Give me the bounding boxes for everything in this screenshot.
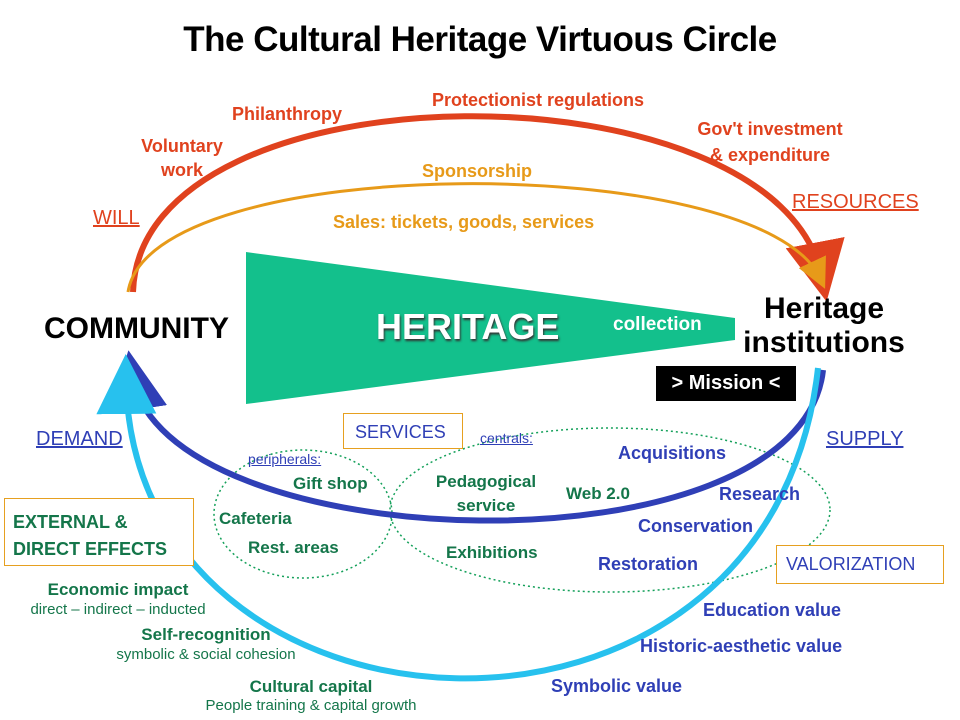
centrals-ellipse (389, 427, 831, 593)
philanthropy-label: Philanthropy (232, 104, 343, 124)
effects-line-1: EXTERNAL & (13, 512, 128, 532)
economic-impact-sub: direct – indirect – inducted (30, 601, 206, 618)
valorization-box (776, 545, 944, 584)
supply-demand-arrow (107, 350, 826, 524)
pedagogical-line-2: service (456, 496, 516, 515)
institutions-line-1: Heritage (763, 292, 885, 325)
exhibitions-label: Exhibitions (446, 543, 538, 562)
govt-line-2: & expenditure (709, 145, 831, 165)
research-label: Research (719, 484, 801, 504)
services-box (343, 413, 463, 449)
heritage-label: HERITAGE (376, 306, 560, 347)
heritage-institutions-node: Heritage institutions (743, 292, 905, 360)
valorization-label: VALORIZATION (786, 554, 916, 574)
self-recognition-sub: symbolic & social cohesion (116, 646, 296, 663)
cultural-capital-sub: People training & capital growth (205, 697, 417, 714)
protectionist-label: Protectionist regulations (432, 90, 645, 110)
govt-line-1: Gov't investment (697, 119, 843, 139)
institutions-line-2: institutions (743, 326, 905, 359)
web-label: Web 2.0 (566, 484, 630, 503)
rest-areas-label: Rest. areas (248, 538, 339, 557)
sponsorship-label: Sponsorship (422, 161, 533, 181)
economic-impact-label: Economic impact (47, 580, 189, 599)
acquisitions-label: Acquisitions (618, 443, 727, 463)
effects-box (4, 498, 194, 566)
voluntary-line-2: work (160, 160, 203, 180)
conservation-label: Conservation (638, 516, 754, 536)
demand-label: DEMAND (36, 428, 123, 450)
self-recognition-label: Self-recognition (141, 625, 271, 644)
services-label: SERVICES (355, 422, 446, 442)
effects-line-2: DIRECT EFFECTS (13, 539, 168, 559)
voluntary-line-1: Voluntary (141, 136, 223, 156)
govt-investment-label: Gov't investment & expenditure (697, 116, 842, 168)
effects-box-label: EXTERNAL & DIRECT EFFECTS (13, 509, 167, 563)
pedagogical-service-label: Pedagogical service (436, 470, 536, 518)
restoration-label: Restoration (598, 554, 699, 574)
will-label: WILL (93, 207, 140, 229)
community-node: COMMUNITY (44, 312, 229, 345)
cafeteria-label: Cafeteria (219, 509, 292, 528)
education-value-label: Education value (703, 600, 842, 620)
sales-arrow (126, 182, 826, 293)
will-resources-arrow (130, 113, 845, 302)
historic-value-label: Historic-aesthetic value (640, 636, 843, 656)
mission-box: > Mission < (656, 366, 796, 401)
cultural-capital-label: Cultural capital (249, 677, 373, 696)
gift-shop-label: Gift shop (293, 474, 368, 493)
page-title: The Cultural Heritage Virtuous Circle (183, 20, 777, 59)
supply-label: SUPPLY (826, 428, 904, 450)
pedagogical-line-1: Pedagogical (435, 472, 537, 491)
sales-label: Sales: tickets, goods, services (333, 212, 595, 232)
resources-label: RESOURCES (792, 191, 919, 213)
peripherals-label: peripherals: (248, 451, 322, 467)
symbolic-value-label: Symbolic value (551, 676, 683, 696)
heritage-wedge (246, 252, 735, 404)
collection-label: collection (613, 314, 702, 335)
voluntary-work-label: Voluntary work (141, 134, 223, 182)
centrals-label: centrals: (480, 430, 533, 446)
